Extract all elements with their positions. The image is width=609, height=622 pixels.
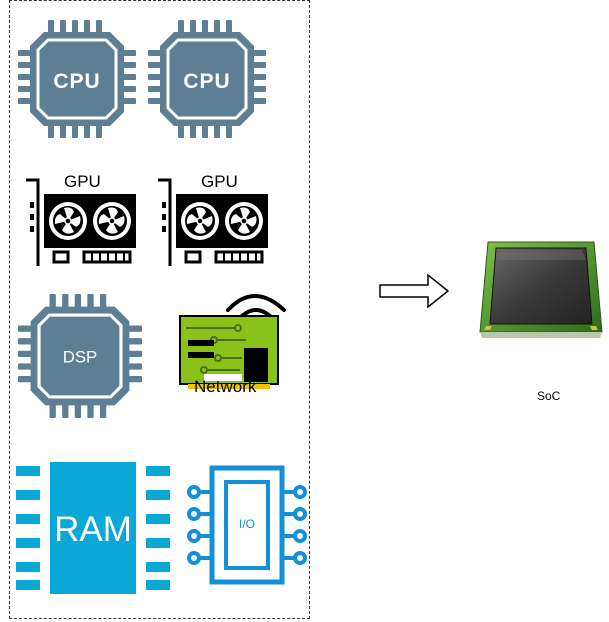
cpu-chip-icon: CPU — [18, 20, 136, 138]
gpu-card-icon — [158, 178, 268, 266]
gpu-card-icon — [26, 178, 136, 266]
soc-label: SoC — [537, 389, 561, 403]
right-arrow-icon — [379, 273, 450, 309]
network-card-icon — [179, 294, 286, 389]
dsp-label: DSP — [63, 347, 98, 366]
ram-chip-icon: RAM — [16, 462, 170, 594]
cpu-2-label: CPU — [183, 70, 230, 93]
gpu-2-label: GPU — [201, 172, 238, 191]
cpu-chip-icon: CPU — [148, 20, 266, 138]
cpu-1-label: CPU — [53, 70, 100, 93]
component-group-frame — [9, 0, 310, 619]
gpu-1-label: GPU — [64, 172, 101, 191]
soc-chip-icon — [479, 241, 603, 338]
io-label: I/O — [239, 517, 255, 531]
ram-label: RAM — [54, 510, 132, 549]
network-label: Network — [194, 377, 257, 396]
io-chip-icon: I/O — [187, 465, 307, 585]
dsp-chip-icon: DSP — [18, 294, 142, 418]
